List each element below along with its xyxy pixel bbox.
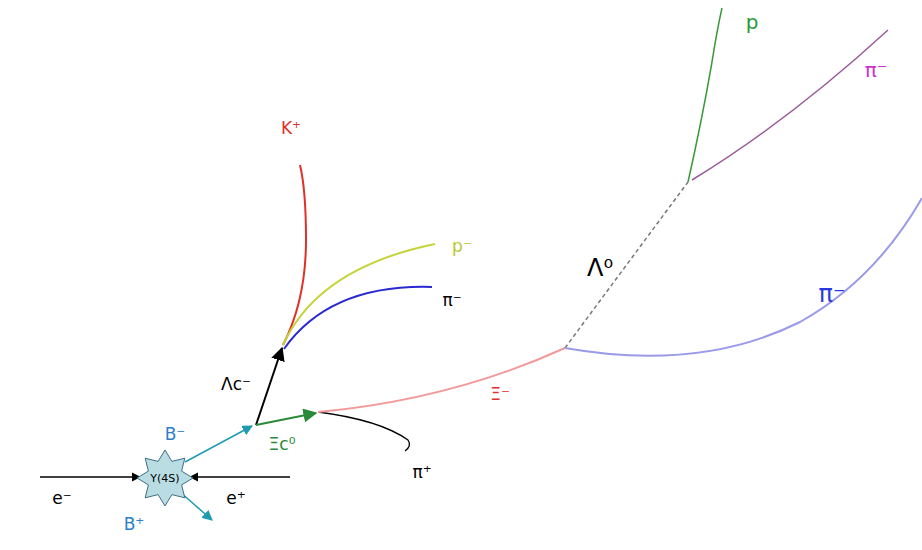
particle-label: Ξ⁻	[490, 386, 510, 403]
beam-label: e⁻	[52, 490, 71, 507]
proton-track	[283, 244, 435, 345]
b-meson-track	[185, 426, 252, 462]
particle-label: π⁻	[442, 292, 461, 309]
xi-c-track	[256, 413, 316, 425]
lambda-c-track	[256, 348, 282, 425]
lambda-track	[565, 182, 688, 348]
particle-label: π⁻	[818, 282, 845, 306]
pion-track	[692, 30, 888, 180]
particle-label: p	[746, 12, 759, 32]
kaon-track	[283, 165, 306, 345]
pion-track	[318, 412, 409, 451]
pion-track	[565, 198, 922, 356]
collision-star	[137, 450, 193, 506]
pion-track	[284, 287, 432, 349]
particle-label: π⁻	[865, 60, 888, 80]
particle-label: Λ⁰	[587, 256, 613, 280]
resonance-label: Υ(4S)	[150, 473, 179, 484]
xi-track	[318, 348, 565, 412]
proton-track	[688, 8, 722, 182]
beam-line	[40, 476, 140, 477]
particle-label: p⁻	[452, 238, 472, 255]
particle-label: B⁺	[124, 516, 145, 533]
beam-line	[190, 476, 290, 477]
particle-label: K⁺	[281, 120, 301, 137]
beam-label: e⁺	[226, 490, 245, 507]
particle-label: Ξc⁰	[269, 436, 296, 453]
particle-label: B⁻	[165, 426, 186, 443]
particle-label: Λc⁻	[221, 376, 251, 393]
particle-label: π⁺	[412, 464, 431, 481]
